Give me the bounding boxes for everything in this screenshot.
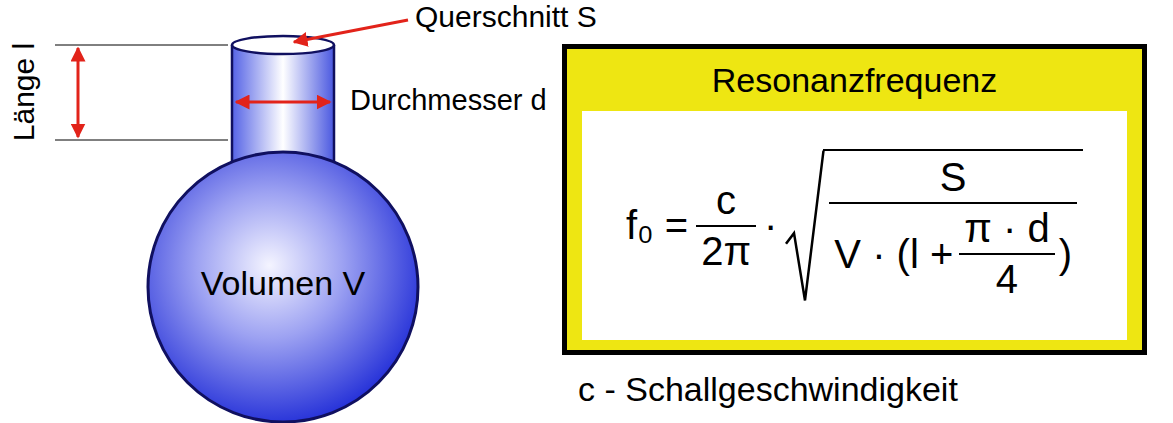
neck-outline <box>232 45 334 167</box>
multiply-dot: · <box>764 203 777 248</box>
panel-title: Resonanzfrequenz <box>567 61 1142 100</box>
speed-of-sound-note: c - Schallgeschwindigkeit <box>578 370 958 409</box>
fraction: π · d 4 <box>959 206 1054 302</box>
numerator: c <box>711 178 741 223</box>
fraction-bar <box>696 225 756 227</box>
cross-section-pointer <box>294 20 408 42</box>
dimension-line <box>55 45 228 46</box>
fraction-bar <box>829 202 1077 204</box>
formula: f₀ = c 2π· S V · (l +π · d 4) <box>626 149 1083 302</box>
closing-parenthesis: ) <box>1059 232 1072 277</box>
volume-sphere: Volumen V <box>146 150 420 423</box>
denominator-term: V · (l + <box>834 232 953 277</box>
radical-sign <box>785 149 824 302</box>
fraction: S V · (l +π · d 4) <box>829 155 1077 302</box>
square-root: S V · (l +π · d 4) <box>785 149 1083 302</box>
numerator: π · d <box>959 206 1054 251</box>
volume-label: Volumen V <box>201 264 365 303</box>
denominator: V · (l +π · d 4) <box>829 206 1077 302</box>
numerator: S <box>935 155 972 200</box>
denominator: 4 <box>991 257 1023 302</box>
length-label: Länge l <box>7 43 42 141</box>
diameter-label: Durchmesser d <box>350 84 547 117</box>
denominator: 2π <box>696 229 756 274</box>
radicand: S V · (l +π · d 4) <box>823 149 1083 302</box>
neck-body <box>232 45 334 167</box>
formula-box: f₀ = c 2π· S V · (l +π · d 4) <box>582 111 1127 340</box>
cross-section-label: Querschnitt S <box>415 0 597 35</box>
formula-panel: Resonanzfrequenz f₀ = c 2π· S V · (l +π · d 4) <box>562 44 1147 355</box>
diameter-arrow <box>236 101 330 104</box>
dimension-line <box>55 140 228 141</box>
fraction-bar <box>959 253 1054 255</box>
formula-lhs: f₀ = <box>626 203 688 248</box>
fraction: c 2π <box>696 178 756 274</box>
length-arrow <box>77 48 80 137</box>
